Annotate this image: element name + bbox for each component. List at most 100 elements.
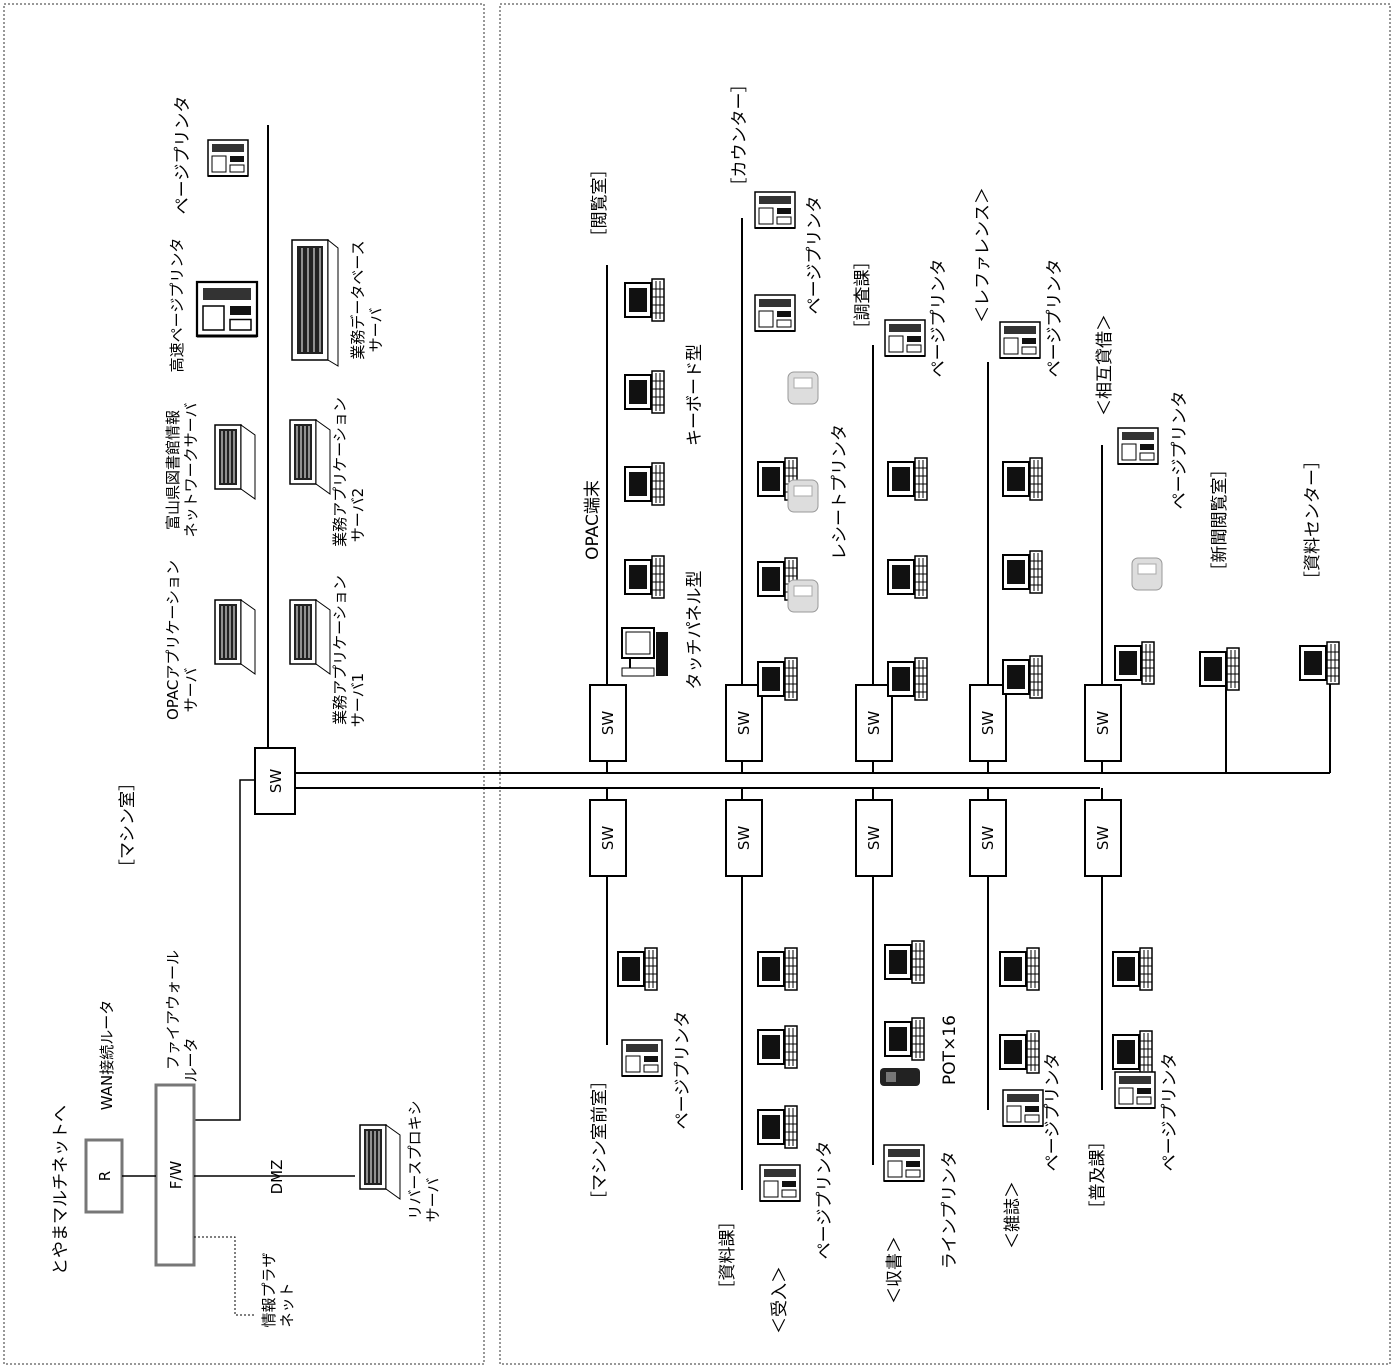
outreach-label: ［普及課］ — [1088, 1133, 1108, 1218]
info-plaza-label: 情報プラザ — [260, 1252, 278, 1327]
counter-printer-2-icon — [754, 294, 796, 332]
reverse-proxy-label-1: リバースプロキシ — [406, 1100, 424, 1219]
receiving-printer-icon — [759, 1164, 801, 1202]
biz-db-server-icon — [291, 238, 339, 367]
sw-reading-room: SW — [589, 684, 627, 762]
receiving-printer-label: ページプリンタ — [815, 1141, 835, 1260]
sw-reference: SW — [969, 684, 1007, 762]
research-terminals — [887, 457, 928, 701]
reference-terminals — [1002, 457, 1043, 699]
pot-handheld-icon — [880, 1068, 920, 1086]
cataloging-label: ＜収書＞ — [885, 1236, 905, 1304]
biz-app-server2-icon — [289, 419, 331, 495]
biz-app2-label-1: 業務アプリケーション — [331, 397, 349, 547]
svg-text:SW: SW — [1094, 826, 1112, 851]
svg-text:SW: SW — [865, 826, 883, 851]
sw-research: SW — [855, 684, 893, 762]
newspaper-terminal-icon — [1199, 647, 1240, 691]
line-printer-label: ラインプリンタ — [940, 1151, 960, 1270]
material-center-terminal-icon — [1299, 641, 1340, 685]
reverse-proxy-server-icon — [359, 1124, 401, 1200]
research-printer-label: ページプリンタ — [929, 259, 949, 378]
outreach-printer-label: ページプリンタ — [1160, 1053, 1180, 1172]
line-printer-icon — [883, 1144, 925, 1182]
svg-text:SW: SW — [735, 826, 753, 851]
machine-front-printer-label: ページプリンタ — [673, 1011, 693, 1130]
ill-printer-icon — [1117, 427, 1159, 465]
machine-front-terminal-icon — [617, 947, 658, 991]
biz-app-server1-icon — [289, 599, 331, 675]
core-switch — [254, 747, 296, 815]
touch-panel-terminal-icon — [621, 627, 668, 677]
outreach-terminals — [1112, 947, 1153, 1074]
hs-printer-icon — [195, 280, 259, 338]
receipt-printer-label: レシートプリンタ — [830, 424, 850, 560]
counter-printer-label: ページプリンタ — [805, 196, 825, 315]
sw-ill: SW — [1084, 684, 1122, 762]
machine-room-label: ［マシン室］ — [118, 774, 138, 876]
newspaper-room-label: ［新聞閲覧室］ — [1210, 461, 1230, 580]
machine-front-label: ［マシン室前室］ — [590, 1072, 610, 1208]
reference-printer-label: ページプリンタ — [1045, 259, 1065, 378]
magazine-printer-label: ページプリンタ — [1043, 1053, 1063, 1172]
biz-app1-label-1: 業務アプリケーション — [331, 575, 349, 725]
pot-label: POT×16 — [940, 1015, 960, 1085]
cataloging-terminals — [884, 940, 925, 1061]
sw-cataloging: SW — [855, 799, 893, 877]
reference-printer-icon — [999, 321, 1041, 359]
magazine-printer-icon — [1002, 1089, 1044, 1127]
svg-text:SW: SW — [979, 711, 997, 736]
ill-label: ＜相互貸借＞ — [1095, 314, 1115, 416]
library-area-border — [499, 3, 1391, 1365]
info-plaza-net-label: ネット — [278, 1282, 296, 1327]
research-printer-icon — [884, 319, 926, 357]
ill-receipt-icon — [1131, 557, 1163, 591]
reading-room-terminals — [624, 278, 665, 599]
wan-router-label: WAN接続ルータ — [98, 1000, 116, 1111]
material-center-label: ［資料センター］ — [1303, 452, 1323, 588]
toyama-lib-server-icon — [214, 424, 256, 500]
svg-text:SW: SW — [979, 826, 997, 851]
machine-room-border — [3, 3, 485, 1365]
receiving-label: ＜受入＞ — [770, 1266, 790, 1334]
core-sw-label: SW — [267, 769, 285, 794]
touch-panel-label: タッチパネル型 — [685, 571, 705, 690]
counter-label: ［カウンター］ — [730, 76, 750, 195]
magazine-terminals — [999, 947, 1040, 1074]
sw-receiving: SW — [725, 799, 763, 877]
fw-mark: F/W — [167, 1161, 185, 1190]
research-label: ［調査課］ — [853, 253, 873, 338]
ill-printer-label: ページプリンタ — [1170, 391, 1190, 510]
svg-text:SW: SW — [599, 826, 617, 851]
keyboard-type-label: キーボード型 — [685, 344, 705, 446]
svg-text:SW: SW — [599, 711, 617, 736]
svg-text:SW: SW — [1094, 711, 1112, 736]
toyama-multinet-label: とやまマルチネットへ — [51, 1105, 71, 1275]
receiving-terminals — [757, 947, 798, 1149]
opac-terminal-label: OPAC端末 — [583, 480, 603, 560]
firewall — [154, 1083, 196, 1267]
machine-front-printer-icon — [621, 1039, 663, 1077]
sw-outreach: SW — [1084, 799, 1122, 877]
fw-label-2: ルータ — [182, 1037, 200, 1082]
sw-magazines: SW — [969, 799, 1007, 877]
toyama-lib-label-1: 富山県図書館情報 — [164, 410, 182, 530]
opac-app-label-2: サーバ — [182, 668, 200, 713]
toyama-lib-label-2: ネットワークサーバ — [182, 403, 200, 538]
counter-printer-1-icon — [754, 191, 796, 229]
opac-app-server-icon — [214, 599, 256, 675]
opac-app-label-1: OPACアプリケーション — [164, 560, 182, 720]
router-mark: R — [96, 1171, 114, 1181]
biz-app2-label-2: サーバ2 — [349, 488, 367, 542]
reverse-proxy-label-2: サーバ — [424, 1178, 442, 1223]
outreach-printer-icon — [1114, 1071, 1156, 1109]
machine-page-printer-label: ページプリンタ — [173, 96, 193, 215]
fw-label-1: ファイアウォール — [164, 950, 182, 1070]
wan-router — [84, 1138, 124, 1214]
biz-db-label-1: 業務データベース — [349, 240, 367, 359]
materials-dept-label: ［資料課］ — [718, 1213, 738, 1298]
sw-machine-front: SW — [589, 799, 627, 877]
sw-counter: SW — [725, 684, 763, 762]
svg-text:SW: SW — [735, 711, 753, 736]
